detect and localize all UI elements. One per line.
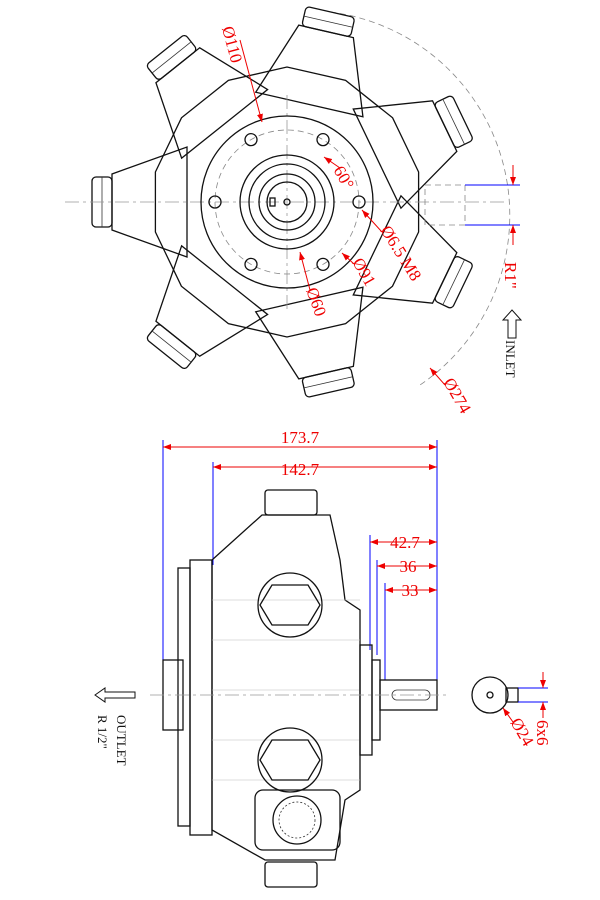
inlet-thread-inner [278, 801, 316, 839]
flange-circle [200, 115, 374, 289]
housing-outline [154, 66, 420, 338]
dim-shaft1: 42.7 [390, 533, 420, 552]
inlet-arrow-icon [501, 309, 523, 339]
d24-leader [502, 707, 514, 723]
key-slot [269, 197, 276, 207]
housing-shading [212, 599, 360, 781]
dim-angle: 60° [330, 163, 358, 193]
side-port-upper [257, 572, 323, 638]
dim-d60: Ø60 [302, 285, 330, 319]
inlet-boss [254, 789, 341, 851]
hole-leader [361, 209, 383, 233]
bolt-holes [208, 132, 366, 272]
pilot-circle [239, 154, 335, 250]
d274-leader [429, 367, 446, 386]
key-section [505, 687, 519, 703]
shaft-section: 6x6 Ø24 [471, 672, 552, 750]
arm [352, 194, 473, 309]
side-view: 173.7 142.7 42.7 36 33 [94, 428, 450, 888]
inlet-thread-outer [272, 795, 322, 845]
radial-arms [91, 6, 473, 398]
front-pilot [371, 659, 381, 741]
bolt-circle [214, 129, 360, 275]
top-view: Ø110 60° Ø6.5 M8 Ø91 Ø60 R1" INLET Ø274 [65, 6, 523, 418]
arm [254, 6, 364, 118]
shaft-circle [266, 181, 308, 223]
outlet-arrow-icon [94, 687, 136, 703]
bottom-port-cap [264, 861, 318, 888]
arm [352, 95, 473, 210]
inlet-label: INLET [503, 340, 518, 378]
d91-leader [341, 252, 355, 265]
outlet-thread: R 1/2" [95, 715, 110, 749]
dim-key: 6x6 [533, 720, 552, 746]
bolt-hole [244, 132, 258, 147]
d60-leader [299, 251, 311, 291]
bolt-hole [352, 195, 366, 209]
bolt-hole [244, 257, 258, 272]
dim-shaft2: 36 [400, 557, 417, 576]
inlet-port-hidden [424, 184, 466, 226]
arm [146, 34, 269, 160]
dim-d91: Ø91 [349, 255, 380, 290]
dim-body: 142.7 [281, 460, 320, 479]
dim-shaft3: 33 [402, 581, 419, 600]
hex-plug-lower [259, 739, 321, 781]
section-center [486, 691, 494, 699]
bearing-circle [258, 173, 316, 231]
main-housing [211, 514, 361, 861]
hex-plug-upper [259, 584, 321, 626]
dim-d274: Ø274 [440, 375, 476, 418]
dim-overall: 173.7 [281, 428, 320, 447]
angle-leader [323, 156, 341, 169]
bolt-hole [316, 132, 330, 147]
top-port-cap [264, 489, 318, 516]
arm [254, 286, 364, 398]
bolt-hole [208, 195, 222, 209]
outlet-label: OUTLET [114, 715, 129, 766]
shaft-section-circle [471, 676, 509, 714]
shaft-center [283, 198, 291, 206]
max-diameter-arc [329, 11, 511, 386]
seal-circle [248, 163, 326, 241]
front-flange [359, 644, 373, 756]
dim-r1: R1" [501, 262, 520, 289]
arm [146, 244, 269, 370]
dim-d110: Ø110 [218, 24, 246, 65]
rear-flange [189, 559, 213, 836]
bolt-hole [316, 257, 330, 272]
side-port-lower [257, 727, 323, 793]
end-cover [177, 567, 191, 827]
d110-leader [239, 39, 263, 123]
